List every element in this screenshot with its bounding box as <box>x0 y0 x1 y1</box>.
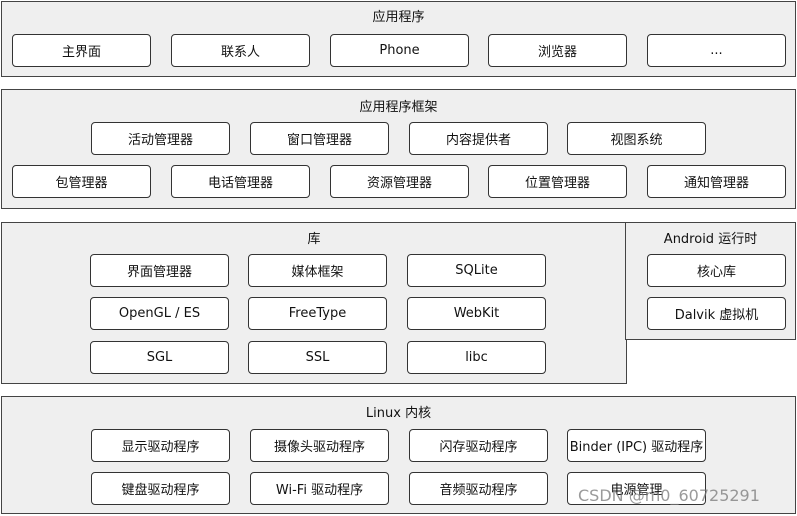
app-phone: Phone <box>330 34 469 67</box>
keypad-driver: 键盘驱动程序 <box>91 472 230 505</box>
audio-driver: 音频驱动程序 <box>409 472 548 505</box>
freetype: FreeType <box>248 297 387 330</box>
app-browser: 浏览器 <box>488 34 627 67</box>
app-home: 主界面 <box>12 34 151 67</box>
surface-manager: 界面管理器 <box>90 254 229 287</box>
libraries-layer-title: 库 <box>307 232 321 247</box>
wifi-driver: Wi-Fi 驱动程序 <box>250 472 389 505</box>
view-system: 视图系统 <box>567 122 706 155</box>
android-runtime-layer-title: Android 运行时 <box>663 232 758 247</box>
activity-manager: 活动管理器 <box>91 122 230 155</box>
location-manager: 位置管理器 <box>488 165 627 198</box>
camera-driver: 摄像头驱动程序 <box>250 429 389 462</box>
power-management: 电源管理 <box>567 472 706 505</box>
resource-manager: 资源管理器 <box>330 165 469 198</box>
core-libraries: 核心库 <box>647 254 786 287</box>
linux-kernel-layer: Linux 内核 显示驱动程序 摄像头驱动程序 闪存驱动程序 Binder (I… <box>1 396 796 514</box>
csdn-watermark: CSDN @m0_60725291 <box>578 486 760 505</box>
libraries-layer: 库 界面管理器 媒体框架 SQLite OpenGL / ES FreeType… <box>1 222 627 384</box>
telephony-manager: 电话管理器 <box>171 165 310 198</box>
binder-ipc-driver: Binder (IPC) 驱动程序 <box>567 429 706 462</box>
package-manager: 包管理器 <box>12 165 151 198</box>
display-driver: 显示驱动程序 <box>91 429 230 462</box>
linux-kernel-layer-title: Linux 内核 <box>365 406 432 421</box>
libc: libc <box>407 341 546 374</box>
framework-layer: 应用程序框架 活动管理器 窗口管理器 内容提供者 视图系统 包管理器 电话管理器… <box>1 89 796 209</box>
applications-layer-title: 应用程序 <box>372 10 425 25</box>
android-runtime-layer: Android 运行时 核心库 Dalvik 虚拟机 <box>625 222 796 340</box>
applications-layer: 应用程序 主界面 联系人 Phone 浏览器 ... <box>1 1 796 77</box>
sgl: SGL <box>90 341 229 374</box>
dalvik-vm: Dalvik 虚拟机 <box>647 297 786 330</box>
notification-manager: 通知管理器 <box>647 165 786 198</box>
content-providers: 内容提供者 <box>409 122 548 155</box>
webkit: WebKit <box>407 297 546 330</box>
opengl-es: OpenGL / ES <box>90 297 229 330</box>
sqlite: SQLite <box>407 254 546 287</box>
flash-memory-driver: 闪存驱动程序 <box>409 429 548 462</box>
app-contacts: 联系人 <box>171 34 310 67</box>
framework-layer-title: 应用程序框架 <box>359 100 438 115</box>
app-more: ... <box>647 34 786 67</box>
window-manager: 窗口管理器 <box>250 122 389 155</box>
ssl: SSL <box>248 341 387 374</box>
media-framework: 媒体框架 <box>248 254 387 287</box>
